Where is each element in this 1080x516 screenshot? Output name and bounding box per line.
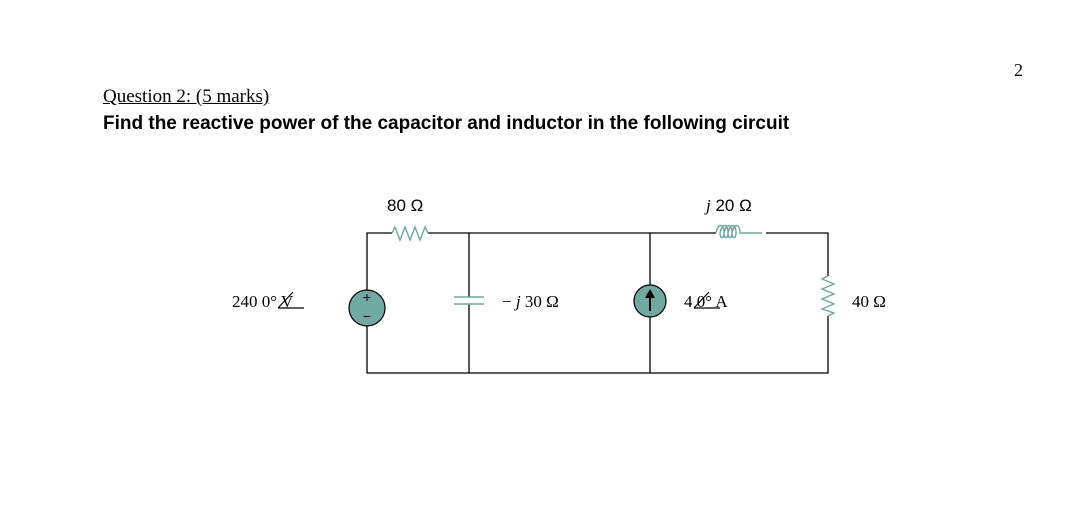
resistor-40-ohm xyxy=(820,275,836,317)
page-number: 2 xyxy=(1014,60,1023,80)
current-source-arrow-head xyxy=(645,289,655,298)
resistor-80-label: 80 Ω xyxy=(387,196,423,215)
voltage-angle-symbol xyxy=(277,291,304,309)
voltage-source-label: 240 0° V xyxy=(232,292,294,311)
capacitor-label: − j 30 Ω xyxy=(502,292,559,311)
capacitor-label-value: 30 Ω xyxy=(525,292,559,311)
voltage-source-minus: − xyxy=(363,308,371,324)
resistor-40-label: 40 Ω xyxy=(852,292,886,311)
capacitor-label-j: j xyxy=(514,292,521,311)
voltage-source-plus: + xyxy=(363,289,371,305)
voltage-source-magnitude: 240 xyxy=(232,292,258,311)
voltage-source xyxy=(348,289,386,327)
wire-top-right xyxy=(766,232,829,276)
current-source-magnitude: 4 xyxy=(684,292,693,311)
capacitor-label-neg: − xyxy=(502,292,512,311)
inductor-coil xyxy=(715,224,762,239)
current-angle-symbol xyxy=(693,291,720,309)
voltage-source-angle: 0° V xyxy=(262,292,294,311)
wire-bottom xyxy=(366,316,829,374)
question-heading: Question 2: (5 marks) xyxy=(103,86,270,107)
wire-top-left xyxy=(366,232,392,298)
question-text: Find the reactive power of the capacitor… xyxy=(103,113,790,134)
inductor-label-j: j xyxy=(704,196,711,215)
resistor-80-ohm xyxy=(391,225,429,242)
inductor-label: j 20 Ω xyxy=(704,196,752,215)
inductor-label-value: 20 Ω xyxy=(715,196,751,215)
